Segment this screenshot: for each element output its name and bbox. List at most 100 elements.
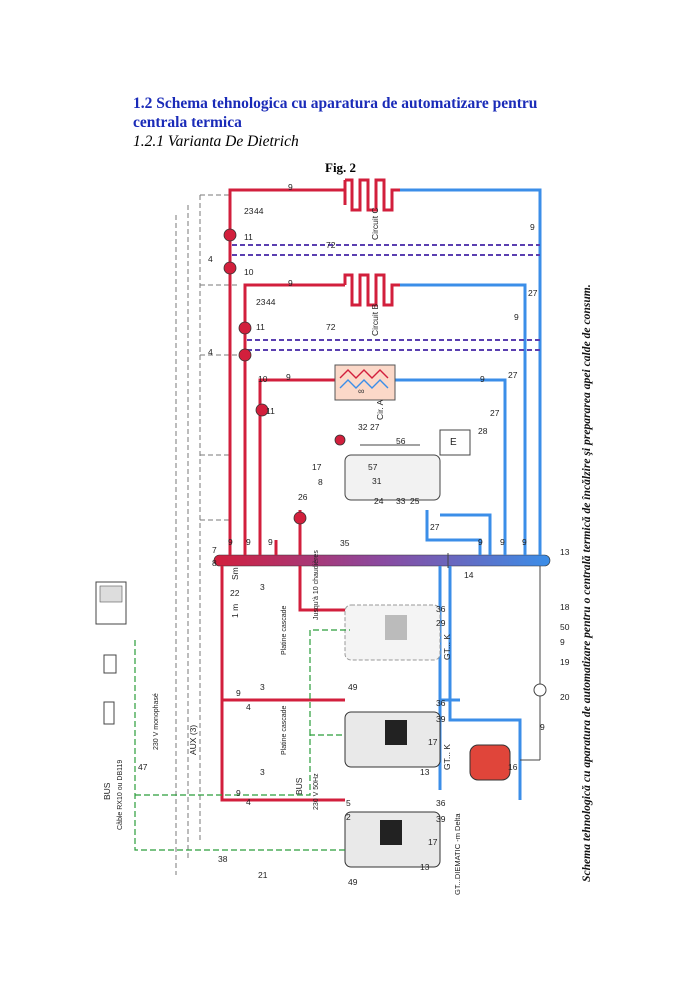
label-11: 11 <box>256 322 265 332</box>
label-47: 47 <box>138 762 148 772</box>
page-heading: 1.2 Schema tehnologica cu aparatura de a… <box>133 94 573 152</box>
label-9: 9 <box>480 374 485 384</box>
label-20: 20 <box>560 692 570 702</box>
label-4: 4 <box>246 702 251 712</box>
label-4: 4 <box>208 347 213 357</box>
label-power-boiler: 230 V 50Hz <box>313 773 320 810</box>
label-11: 11 <box>266 406 275 416</box>
label-10: 10 <box>258 374 268 384</box>
label-7: 7 <box>212 545 217 555</box>
label-9: 9 <box>236 788 241 798</box>
label-2: 2 <box>346 812 351 822</box>
label-44: 44 <box>254 206 264 216</box>
label-3: 3 <box>260 767 265 777</box>
label-25: 25 <box>410 496 420 506</box>
label-9: 9 <box>268 537 273 547</box>
label-49: 49 <box>348 877 358 887</box>
label-bus: BUS <box>102 782 112 800</box>
label-17: 17 <box>428 837 438 847</box>
label-bus-note: Câble RX10 ou DB119 <box>117 760 124 830</box>
label-18: 18 <box>560 602 570 612</box>
label-boiler-1: GT...DIEMATIC -m Delta <box>453 813 462 895</box>
label-13: 13 <box>420 862 430 872</box>
label-4: 4 <box>246 797 251 807</box>
label-platine-2: Platine cascade <box>281 605 288 655</box>
section-title-continued: centrala termica <box>133 114 242 131</box>
label-8: 8 <box>318 477 323 487</box>
label-23: 23 <box>256 297 266 307</box>
label-72: 72 <box>326 322 336 332</box>
label-14: 14 <box>464 570 474 580</box>
boiler-2 <box>344 711 441 768</box>
label-27: 27 <box>490 408 500 418</box>
main-header <box>213 554 551 567</box>
controller <box>95 581 127 725</box>
label-27: 27 <box>370 422 380 432</box>
boiler-supply <box>220 566 360 802</box>
boiler-3 <box>344 604 441 661</box>
label-3: 3 <box>260 682 265 692</box>
label-39: 39 <box>436 714 446 724</box>
label-27: 27 <box>528 288 538 298</box>
bypass-lines <box>232 244 540 351</box>
label-11: 11 <box>244 232 253 242</box>
label-22: 22 <box>230 588 240 598</box>
label-platine-1: Platine cascade <box>281 705 288 755</box>
label-38: 38 <box>218 854 228 864</box>
label-9: 9 <box>514 312 519 322</box>
label-56: 56 <box>396 436 406 446</box>
section-title: 1.2 Schema tehnologica cu aparatura de a… <box>133 95 538 112</box>
label-27: 27 <box>508 370 518 380</box>
label-bus-mid: BUS <box>294 777 304 795</box>
label-9: 9 <box>288 278 293 288</box>
label-9: 9 <box>236 688 241 698</box>
electric-tank <box>439 429 471 456</box>
label-9: 9 <box>560 637 565 647</box>
side-caption-text: Schema tehnologică cu aparatura de autom… <box>580 284 593 882</box>
label-44: 44 <box>266 297 276 307</box>
label-16: 16 <box>508 762 518 772</box>
label-tank-e: E <box>450 437 457 448</box>
label-17: 17 <box>428 737 438 747</box>
label-36: 36 <box>436 698 446 708</box>
label-33: 33 <box>396 496 406 506</box>
label-17: 17 <box>312 462 322 472</box>
coil-b <box>343 273 400 307</box>
label-13: 13 <box>560 547 570 557</box>
label-26: 26 <box>298 492 308 502</box>
label-28: 28 <box>478 426 488 436</box>
label-5: 5 <box>346 798 351 808</box>
label-29: 29 <box>436 618 446 628</box>
label-50: 50 <box>560 622 570 632</box>
label-57: 57 <box>368 462 378 472</box>
label-boiler-3: GT... K <box>442 634 452 660</box>
label-35: 35 <box>340 538 350 548</box>
label-49: 49 <box>348 682 358 692</box>
label-24: 24 <box>374 496 384 506</box>
figure-label: Fig. 2 <box>325 160 357 175</box>
svg-text:∞: ∞ <box>358 386 364 396</box>
label-circuit-a: Cir. A <box>375 399 385 420</box>
label-cascade-note: Jusqu'à 10 chaudières <box>313 550 320 620</box>
label-13: 13 <box>420 767 430 777</box>
label-3: 3 <box>260 582 265 592</box>
label-8: 8 <box>212 558 217 568</box>
label-36: 36 <box>436 798 446 808</box>
label-10: 10 <box>244 267 254 277</box>
label-circuit-c: Circuit C <box>370 207 380 240</box>
cold-returns <box>395 188 542 555</box>
label-23: 23 <box>244 206 254 216</box>
label-9: 9 <box>530 222 535 232</box>
bus-lines <box>134 629 350 851</box>
label-9: 9 <box>522 537 527 547</box>
label-21: 21 <box>258 870 268 880</box>
label-9: 9 <box>286 372 291 382</box>
label-boiler-2: GT... K <box>442 744 452 770</box>
label-9: 9 <box>478 537 483 547</box>
label-39: 39 <box>436 814 446 824</box>
label-9: 9 <box>288 182 293 192</box>
label-9: 9 <box>500 537 505 547</box>
label-9: 9 <box>228 537 233 547</box>
label-aux: AUX (3) <box>188 725 198 755</box>
label-32: 32 <box>358 422 368 432</box>
